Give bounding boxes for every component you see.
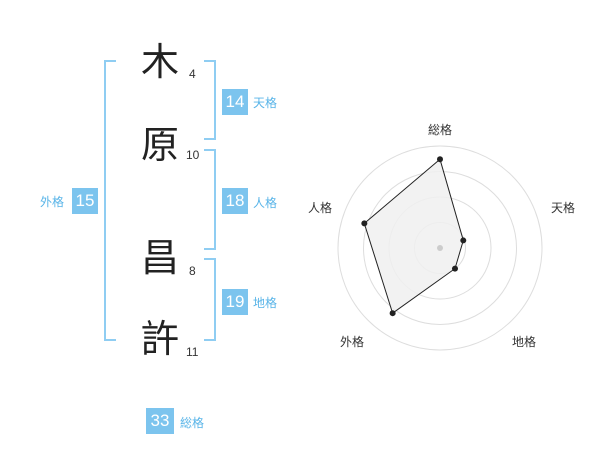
jinkaku-label: 人格 — [253, 196, 278, 210]
radar-axis-label-3: 地格 — [512, 334, 536, 349]
radar-center-dot — [437, 245, 443, 251]
radar-axis-label-5: 人格 — [308, 200, 332, 215]
name-char-2: 原 — [141, 123, 180, 167]
radar-shape — [363, 158, 464, 315]
radar-point-3 — [451, 265, 458, 272]
radar-point-5 — [361, 220, 368, 227]
tenkaku-label: 天格 — [253, 96, 278, 110]
radar-point-2 — [460, 237, 467, 244]
name-char-1: 木 — [141, 40, 180, 84]
stroke-count-3: 8 — [189, 264, 196, 278]
radar-axis-label-2: 天格 — [551, 200, 575, 215]
radar-point-4 — [389, 310, 396, 317]
tenkaku-bracket — [204, 60, 216, 140]
radar-axis-label-1: 総格 — [428, 122, 452, 137]
tenkaku-value: 14 — [222, 89, 248, 115]
radar-point-1 — [437, 156, 443, 163]
stroke-count-2: 10 — [186, 148, 200, 162]
gaikaku-value: 15 — [72, 188, 98, 214]
chikaku-value: 19 — [222, 289, 248, 315]
soukaku-label: 総格 — [180, 416, 205, 430]
name-char-3: 昌 — [141, 236, 180, 280]
jinkaku-bracket — [204, 149, 216, 250]
name-char-4: 許 — [141, 317, 180, 361]
gaikaku-label: 外格 — [40, 195, 65, 209]
radar-ring-4 — [337, 145, 543, 351]
radar-axis-label-4: 外格 — [340, 334, 364, 349]
jinkaku-value: 18 — [222, 188, 248, 214]
soukaku-value: 33 — [146, 408, 174, 434]
stroke-count-4: 11 — [186, 345, 199, 359]
chikaku-label: 地格 — [253, 296, 278, 310]
gaikaku-bracket — [104, 60, 116, 341]
stroke-count-1: 4 — [189, 67, 196, 81]
chikaku-bracket — [204, 258, 216, 341]
